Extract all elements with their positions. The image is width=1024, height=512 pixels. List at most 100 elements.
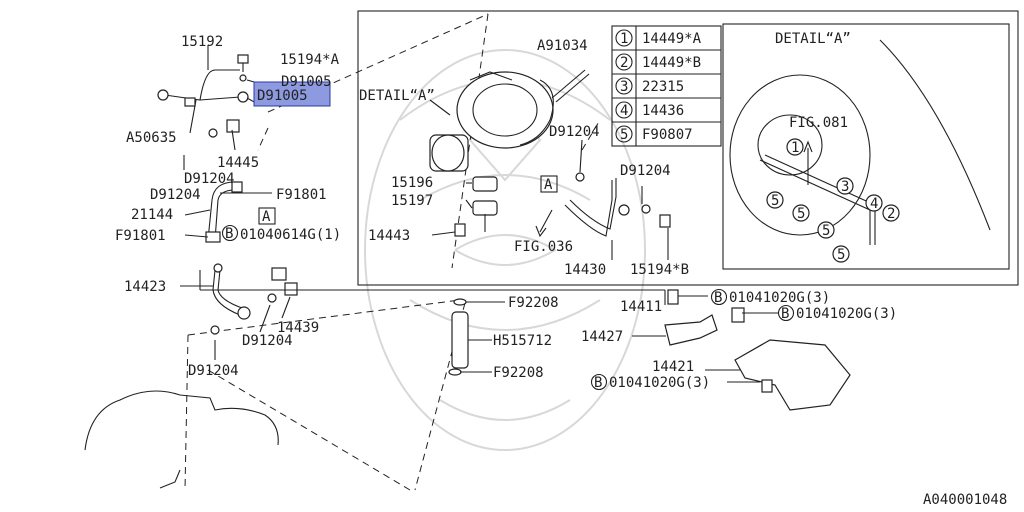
callout-d91204-c: D91204	[242, 333, 293, 349]
callout-14439: 14439	[277, 320, 319, 336]
callout-detail-a-main: DETAIL“A”	[359, 88, 435, 104]
svg-text:14449*B: 14449*B	[642, 55, 701, 71]
svg-text:A: A	[262, 209, 271, 225]
svg-text:B: B	[781, 306, 789, 322]
circle-b-marker-1: B	[221, 224, 239, 242]
gaskets-15196-15197	[454, 176, 498, 237]
highlight-d91005	[253, 81, 331, 107]
callout-14427: 14427	[581, 329, 623, 345]
svg-text:B: B	[714, 290, 722, 306]
svg-text:B: B	[594, 375, 602, 391]
callout-15196: 15196	[391, 175, 433, 191]
callout-fig036: FIG.036	[514, 239, 573, 255]
svg-text:2: 2	[887, 206, 895, 222]
svg-text:4: 4	[620, 103, 628, 119]
oil-feed-pipe-15192	[157, 69, 249, 107]
callout-f92208-a: F92208	[508, 295, 559, 311]
svg-text:1: 1	[791, 140, 799, 156]
detail-marker-1: 1	[786, 138, 804, 156]
callout-a50635: A50635	[126, 130, 177, 146]
callout-15197: 15197	[391, 193, 433, 209]
callout-01041020-c: 01041020G(3)	[609, 375, 710, 391]
callout-14421: 14421	[652, 359, 694, 375]
callout-labels: 15192 15194*A D91005 D91005 A50635 14445…	[115, 31, 897, 391]
detail-a-illustration	[729, 39, 991, 245]
svg-text:3: 3	[841, 179, 849, 195]
box-marker-a-left: A	[258, 207, 276, 225]
callout-21144: 21144	[131, 207, 173, 223]
bracket-14427	[664, 289, 718, 346]
callout-a91034: A91034	[537, 38, 588, 54]
callout-fig081: FIG.081	[789, 115, 848, 131]
callout-14411: 14411	[620, 299, 662, 315]
svg-text:5: 5	[797, 206, 805, 222]
svg-text:2: 2	[620, 55, 628, 71]
callout-h515712: H515712	[493, 333, 552, 349]
callout-d91204-f: D91204	[620, 163, 671, 179]
engine-block-outline	[84, 390, 279, 451]
turbo-section-frame	[357, 10, 1019, 286]
callout-d91005-highlighted: D91005	[257, 88, 308, 104]
svg-text:1: 1	[620, 31, 628, 47]
detail-marker-2: 2	[882, 204, 900, 222]
legend-table	[611, 25, 722, 147]
circle-b-marker-4: B	[590, 373, 608, 391]
detail-marker-5b: 5	[792, 204, 810, 222]
callout-d91204-a: D91204	[184, 171, 235, 187]
legend-row-5: 5 F90807	[615, 125, 693, 143]
pipe-14423	[212, 263, 251, 320]
legend-row-1: 1 14449*A	[615, 29, 702, 47]
callout-d91204-b: D91204	[150, 187, 201, 203]
circle-b-marker-3: B	[777, 304, 795, 322]
engine-block-lower	[159, 469, 181, 489]
callout-15192: 15192	[181, 34, 223, 50]
callout-01041020-a: 01041020G(3)	[729, 290, 830, 306]
hose-h515712	[448, 298, 469, 376]
callout-d91204-d: D91204	[188, 363, 239, 379]
callout-14443: 14443	[368, 228, 410, 244]
leader-lines	[180, 45, 778, 383]
legend-row-3: 3 22315	[615, 77, 684, 95]
detail-marker-5c: 5	[817, 221, 835, 239]
hose-21144	[205, 181, 243, 243]
svg-text:14449*A: 14449*A	[642, 31, 702, 47]
svg-text:B: B	[225, 226, 233, 242]
svg-text:5: 5	[771, 193, 779, 209]
callout-15194a: 15194*A	[280, 52, 340, 68]
oil-return-pipe-14430	[564, 172, 671, 237]
fig036-arrow	[535, 209, 553, 238]
svg-text:3: 3	[620, 79, 628, 95]
callout-14423: 14423	[124, 279, 166, 295]
bolt-15194a	[237, 54, 249, 82]
detail-marker-5d: 5	[832, 245, 850, 263]
callout-f91801-a: F91801	[276, 187, 327, 203]
detail-marker-4: 4	[865, 194, 883, 212]
svg-text:5: 5	[837, 247, 845, 263]
callout-01040614: 01040614G(1)	[240, 227, 341, 243]
svg-text:5: 5	[620, 127, 628, 143]
callout-f91801-b: F91801	[115, 228, 166, 244]
diagram-id: A040001048	[923, 492, 1007, 508]
callout-14445: 14445	[217, 155, 259, 171]
callout-01041020-b: 01041020G(3)	[796, 306, 897, 322]
callout-detail-a-inset: DETAIL“A”	[775, 31, 851, 47]
callout-15194b: 15194*B	[630, 262, 689, 278]
callout-f92208-b: F92208	[493, 365, 544, 381]
detail-a-frame	[722, 23, 1010, 270]
legend-row-2: 2 14449*B	[615, 53, 701, 71]
svg-text:A: A	[544, 177, 553, 193]
detail-marker-3: 3	[836, 177, 854, 195]
svg-text:5: 5	[822, 223, 830, 239]
callout-d91005-upper: D91005	[281, 74, 332, 90]
svg-text:14436: 14436	[642, 103, 684, 119]
bolts-14439-14445	[208, 119, 298, 335]
bracket-14421	[731, 307, 851, 411]
turbocharger	[429, 71, 554, 172]
svg-text:4: 4	[870, 196, 878, 212]
circle-b-marker-2: B	[710, 288, 728, 306]
svg-text:F90807: F90807	[642, 127, 693, 143]
legend-row-4: 4 14436	[615, 101, 684, 119]
detail-marker-5a: 5	[766, 191, 784, 209]
callout-d91204-e: D91204	[549, 124, 600, 140]
